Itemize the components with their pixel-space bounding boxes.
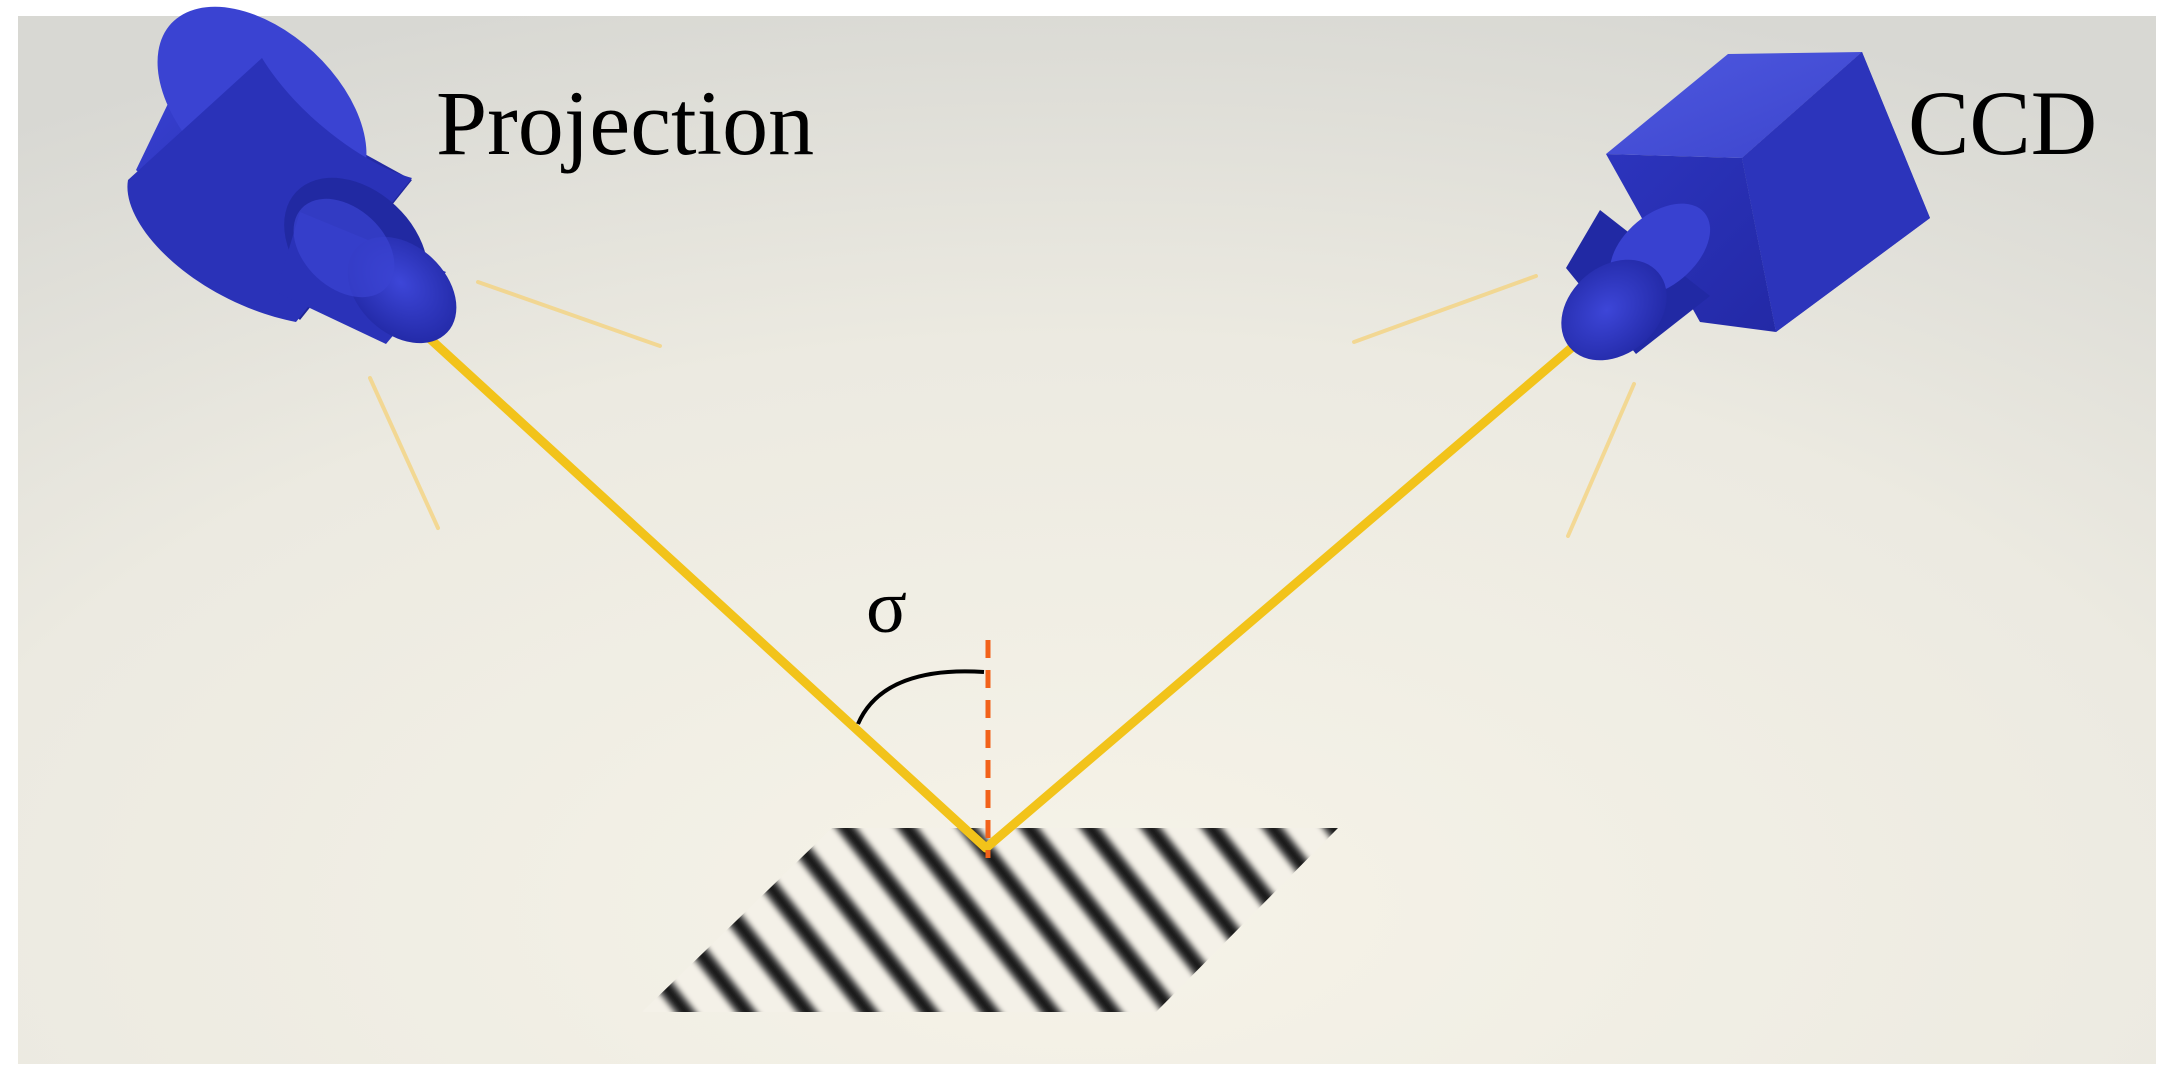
projection-beam [411,321,991,853]
ccd-camera-icon [1561,52,1930,361]
light-rays-decoration [368,274,1636,538]
projection-label: Projection [436,72,814,174]
projector-icon [127,6,457,344]
angle-arc [856,669,985,725]
angle-sigma-label: σ [866,565,907,649]
camera-ray-left [1352,274,1538,344]
beams [411,315,1609,853]
ccd-label: CCD [1908,72,2097,174]
projector-ray-right [476,280,662,348]
camera-ray-down [1566,382,1636,538]
reflected-beam [981,315,1609,853]
projector-ray-down [368,376,440,530]
